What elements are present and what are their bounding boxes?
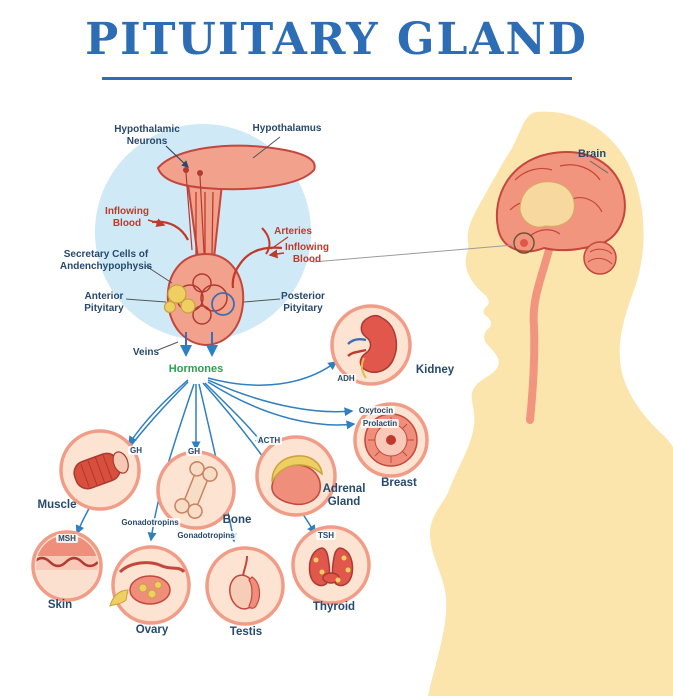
- label-hormone-tsh: TSH: [316, 531, 336, 541]
- label-testis: Testis: [229, 626, 263, 638]
- label-posterior-pituitary: Posterior Pityitary: [281, 291, 325, 314]
- label-anterior-pituitary: Anterior Pityitary: [84, 291, 124, 314]
- hypothalamus-shape: [156, 144, 316, 191]
- leader-lines: [125, 136, 289, 351]
- label-brain: Brain: [577, 148, 607, 160]
- pituitary-gland-illustration: [151, 144, 316, 357]
- neuron-cell: [183, 167, 189, 173]
- muscle-icon: [59, 429, 141, 511]
- label-hormone-prolactin: Prolactin: [360, 419, 400, 429]
- label-hormone-msh: MSH: [56, 534, 78, 544]
- page-title: PITUITARY GLAND: [85, 14, 588, 65]
- organ-circles: [31, 304, 429, 626]
- kidney-icon: [330, 304, 412, 386]
- vein-loop: [211, 292, 235, 316]
- label-muscle: Muscle: [37, 499, 77, 511]
- label-hormones: Hormones: [168, 363, 224, 375]
- label-bone: Bone: [222, 514, 252, 526]
- magnifier-connector-line: [312, 244, 515, 263]
- bone-icon: [156, 450, 236, 530]
- pituitary-in-brain: [520, 239, 528, 247]
- testis-icon: [205, 546, 285, 626]
- label-skin: Skin: [47, 599, 73, 611]
- label-hormone-adh: ADH: [335, 374, 357, 384]
- label-inflowing-blood-right: Inflowing Blood: [285, 242, 329, 265]
- thalamus-region: [519, 181, 575, 228]
- neuron-cell: [197, 170, 203, 176]
- label-inflowing-blood-left: Inflowing Blood: [105, 206, 149, 229]
- thyroid-icon: [291, 525, 371, 605]
- label-adrenal-gland: Adrenal Gland: [322, 483, 366, 509]
- label-kidney: Kidney: [415, 364, 455, 376]
- skin-icon: [31, 530, 103, 602]
- brain-illustration: [312, 151, 626, 424]
- title-underline: [101, 77, 572, 80]
- ovary-icon: [109, 545, 191, 625]
- label-hypothalamic-neurons: Hypothalamic Neurons: [114, 124, 180, 147]
- label-hormone-gonadotropins-testis: Gonadotropins: [175, 531, 237, 541]
- label-breast: Breast: [381, 477, 417, 489]
- magnifier-ring: [513, 232, 535, 254]
- artery-branch: [261, 227, 271, 255]
- label-hypothalamus: Hypothalamus: [252, 123, 322, 134]
- label-arteries: Arteries: [274, 226, 312, 237]
- adrenal-gland-icon: [255, 435, 337, 517]
- portal-vessels: [195, 191, 214, 257]
- label-veins: Veins: [132, 347, 160, 358]
- label-secretory-cells: Secretary Cells of Andenchypophysis: [59, 249, 153, 272]
- label-hormone-gh-muscle: GH: [128, 446, 144, 456]
- artery-right: [231, 246, 283, 289]
- label-thyroid: Thyroid: [312, 601, 356, 613]
- brain-leader-line: [589, 160, 609, 174]
- label-hormone-gonadotropins-ovary: Gonadotropins: [119, 518, 181, 528]
- label-hormone-oxytocin: Oxytocin: [356, 406, 396, 416]
- label-hormone-acth: ACTH: [255, 436, 283, 446]
- secretory-cell-cluster: [163, 284, 196, 314]
- label-ovary: Ovary: [135, 624, 169, 636]
- label-hormone-gh-bone: GH: [186, 447, 202, 457]
